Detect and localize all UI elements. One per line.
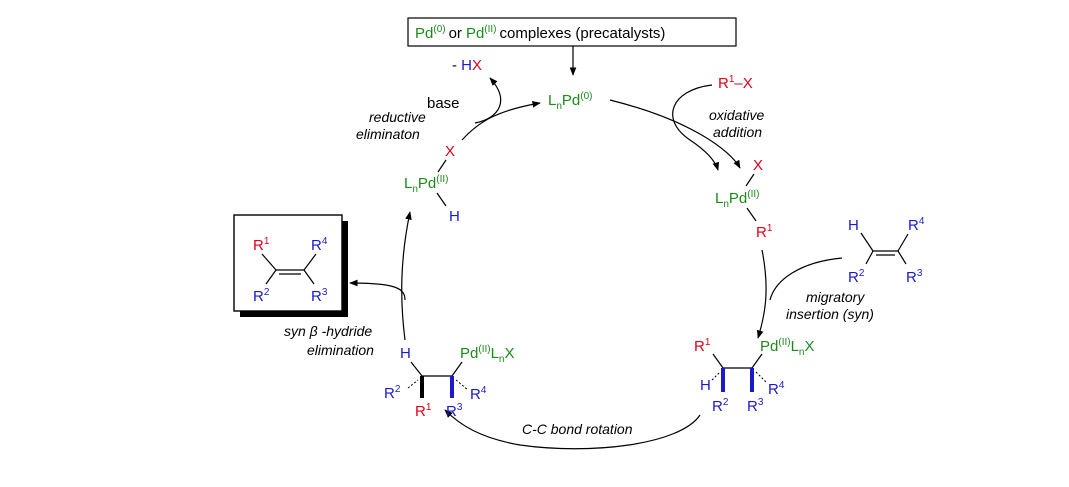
oxidative-addition-complex: X LnPd(II) R1: [715, 157, 773, 241]
svg-text:Pd(II)LnX: Pd(II)LnX: [760, 337, 815, 358]
svg-text:R4: R4: [311, 236, 328, 254]
beta-elimination-label-1: syn β -hydride: [284, 323, 372, 339]
cycle-arc-elimination: [401, 211, 412, 341]
alkene-approach-curve: [769, 257, 843, 301]
svg-text:R2: R2: [253, 287, 270, 305]
svg-text:R4: R4: [768, 380, 785, 398]
base-arrow: [474, 77, 502, 124]
alkene-reagent: H R4 R2 R3: [848, 216, 925, 286]
hx-byproduct: - HX: [452, 57, 482, 74]
svg-text:R2: R2: [848, 268, 865, 286]
svg-text:R3: R3: [311, 287, 328, 305]
bond-rotation-label: C-C bond rotation: [522, 421, 633, 437]
svg-text:R4: R4: [908, 216, 925, 234]
pd0-catalyst: LnPd(0): [548, 91, 593, 112]
reductive-elimination-label-1: reductive: [369, 109, 426, 125]
rotamer-intermediate: H Pd(II)LnX R2 R1 R3 R4: [384, 344, 515, 420]
oxidative-addition-label-1: oxidative: [709, 107, 764, 123]
oxidative-addition-label-2: addition: [713, 124, 762, 140]
pd-hydride-complex: X LnPd(II) H: [404, 143, 460, 225]
svg-text:X: X: [753, 157, 763, 174]
svg-text:R3: R3: [747, 397, 764, 415]
cycle-arc-insertion: [756, 249, 767, 339]
svg-text:H: H: [449, 208, 460, 225]
svg-text:LnPd(II): LnPd(II): [715, 189, 759, 210]
base-label: base: [427, 95, 460, 112]
svg-text:R3: R3: [446, 402, 463, 420]
aryl-halide-reagent: R1–X: [718, 74, 753, 92]
svg-text:R1: R1: [694, 337, 711, 355]
cycle-arc-oxidative: [609, 99, 741, 169]
svg-text:X: X: [445, 143, 455, 160]
product-release-arrow: [349, 279, 406, 301]
svg-text:H: H: [848, 217, 859, 234]
svg-text:Pd(II)LnX: Pd(II)LnX: [460, 344, 515, 365]
svg-text:LnPd(II): LnPd(II): [404, 174, 448, 195]
cycle-arc-reductive: [461, 100, 541, 141]
svg-text:R1: R1: [756, 223, 773, 241]
svg-text:R3: R3: [906, 268, 923, 286]
migratory-insertion-label-2: insertion (syn): [786, 306, 874, 322]
migratory-insertion-label-1: migratory: [806, 289, 865, 305]
alkene-product-box: R1 R4 R2 R3: [233, 214, 348, 317]
svg-text:R2: R2: [712, 397, 729, 415]
beta-elimination-label-2: elimination: [307, 342, 374, 358]
svg-text:H: H: [400, 345, 411, 362]
precatalyst-label: complexes (precatalysts): [500, 25, 666, 42]
svg-text:R4: R4: [470, 385, 487, 403]
svg-text:R1: R1: [253, 236, 270, 254]
svg-text:R2: R2: [384, 384, 401, 402]
svg-text:R1: R1: [415, 402, 432, 420]
svg-text:H: H: [700, 377, 711, 394]
precatalyst-pd0: Pd: [415, 25, 433, 42]
insertion-product: R1 Pd(II)LnX H R2 R3 R4: [694, 337, 815, 415]
cycle-arc-rotation: [444, 409, 701, 450]
reductive-elimination-label-2: eliminaton: [356, 126, 420, 142]
oxidative-addition-arrow: [672, 84, 720, 171]
